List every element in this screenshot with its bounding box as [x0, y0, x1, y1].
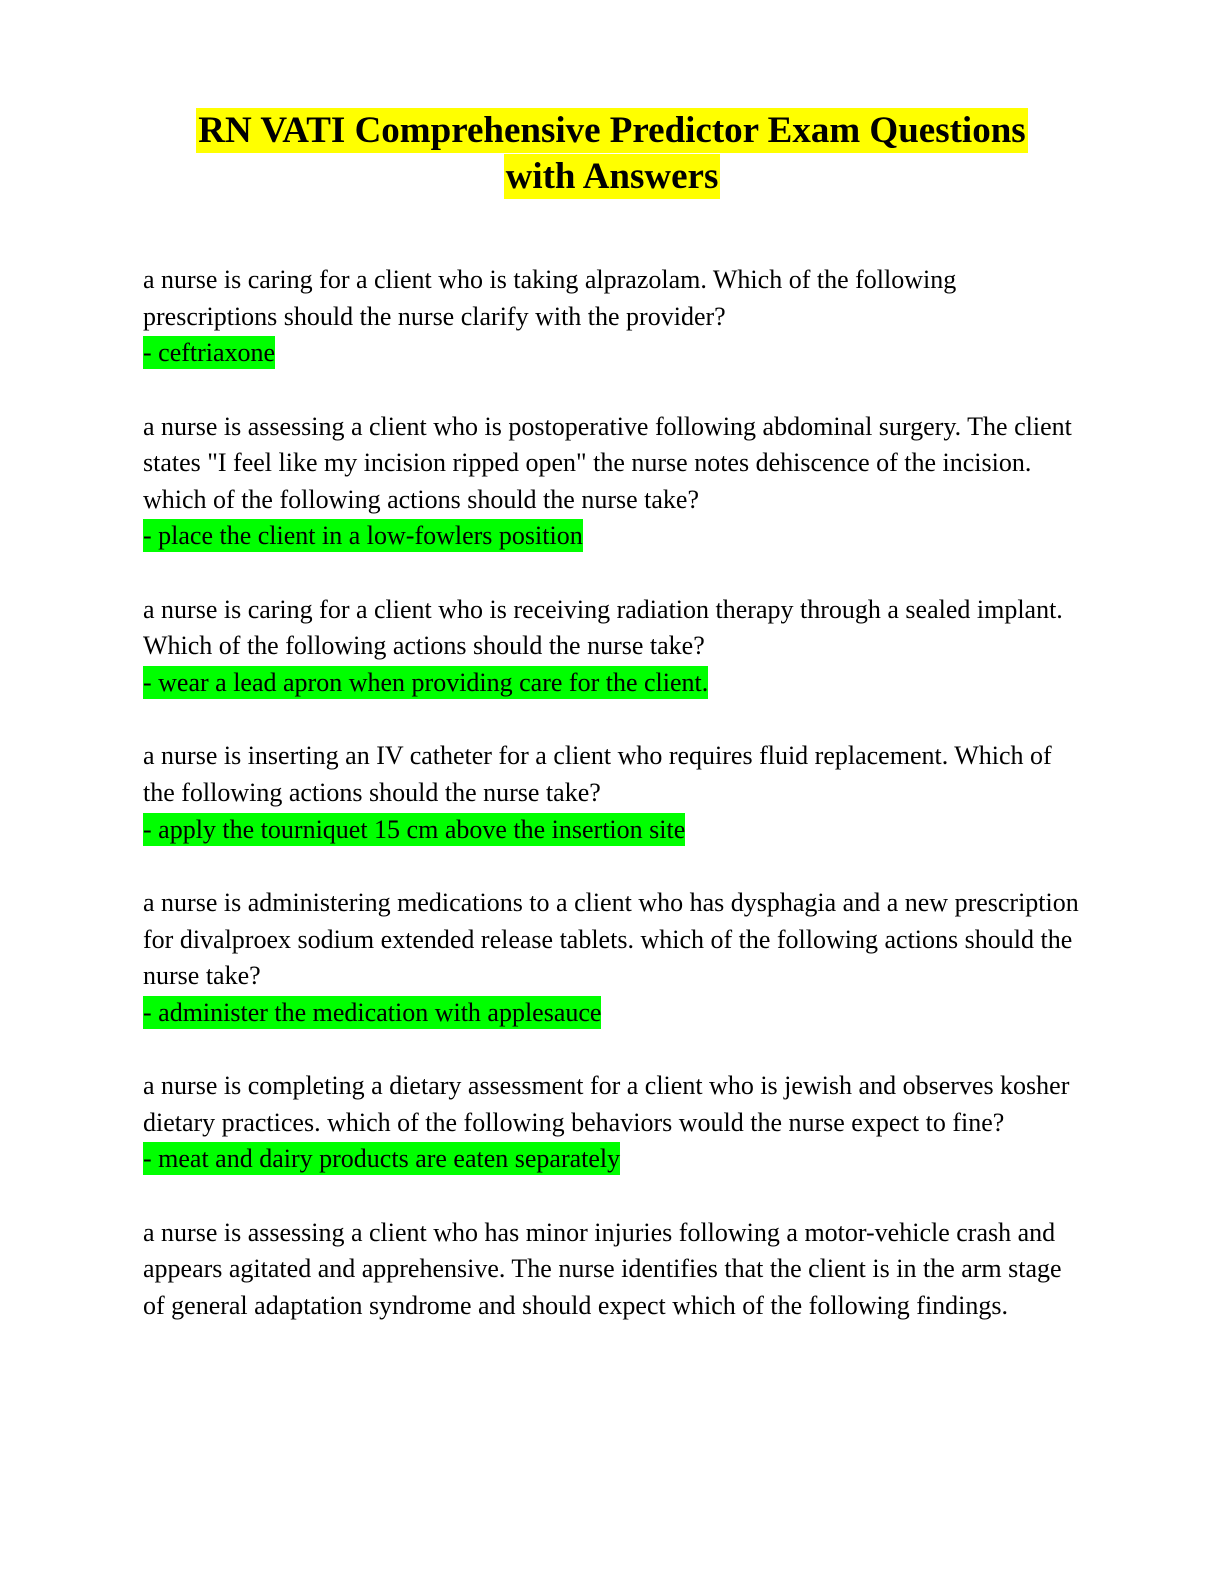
qa-item-4: a nurse is inserting an IV catheter for … [143, 738, 1083, 848]
title-line-1: RN VATI Comprehensive Predictor Exam Que… [196, 108, 1028, 153]
answer-highlight: - ceftriaxone [143, 336, 276, 370]
answer-text: - administer the medication with applesa… [143, 995, 1083, 1032]
qa-item-7: a nurse is assessing a client who has mi… [143, 1215, 1083, 1325]
document-title: RN VATI Comprehensive Predictor Exam Que… [100, 108, 1124, 200]
answer-text: - place the client in a low-fowlers posi… [143, 518, 1083, 555]
question-text: a nurse is inserting an IV catheter for … [143, 741, 1052, 807]
qa-item-2: a nurse is assessing a client who is pos… [143, 409, 1083, 555]
answer-text: - wear a lead apron when providing care … [143, 665, 1083, 702]
qa-item-3: a nurse is caring for a client who is re… [143, 592, 1083, 702]
answer-highlight: - place the client in a low-fowlers posi… [143, 519, 583, 553]
question-text: a nurse is caring for a client who is re… [143, 594, 1063, 661]
answer-highlight: - wear a lead apron when providing care … [143, 665, 709, 699]
answer-highlight: - meat and dairy products are eaten sepa… [143, 1142, 621, 1176]
title-line-2: with Answers [503, 154, 721, 199]
question-list: a nurse is caring for a client who is ta… [143, 262, 1083, 1361]
answer-highlight: - apply the tourniquet 15 cm above the i… [143, 812, 686, 846]
question-text: a nurse is assessing a client who has mi… [143, 1217, 1062, 1320]
qa-item-6: a nurse is completing a dietary assessme… [143, 1068, 1083, 1178]
answer-text: - meat and dairy products are eaten sepa… [143, 1141, 1083, 1178]
answer-text: - apply the tourniquet 15 cm above the i… [143, 812, 1083, 849]
qa-item-1: a nurse is caring for a client who is ta… [143, 262, 1083, 372]
question-text: a nurse is caring for a client who is ta… [143, 265, 957, 331]
question-text: a nurse is administering medications to … [143, 887, 1079, 991]
qa-item-5: a nurse is administering medications to … [143, 885, 1083, 1031]
question-text: a nurse is assessing a client who is pos… [143, 411, 1072, 514]
answer-highlight: - administer the medication with applesa… [143, 995, 602, 1029]
answer-text: - ceftriaxone [143, 335, 1083, 372]
question-text: a nurse is completing a dietary assessme… [143, 1071, 1070, 1137]
